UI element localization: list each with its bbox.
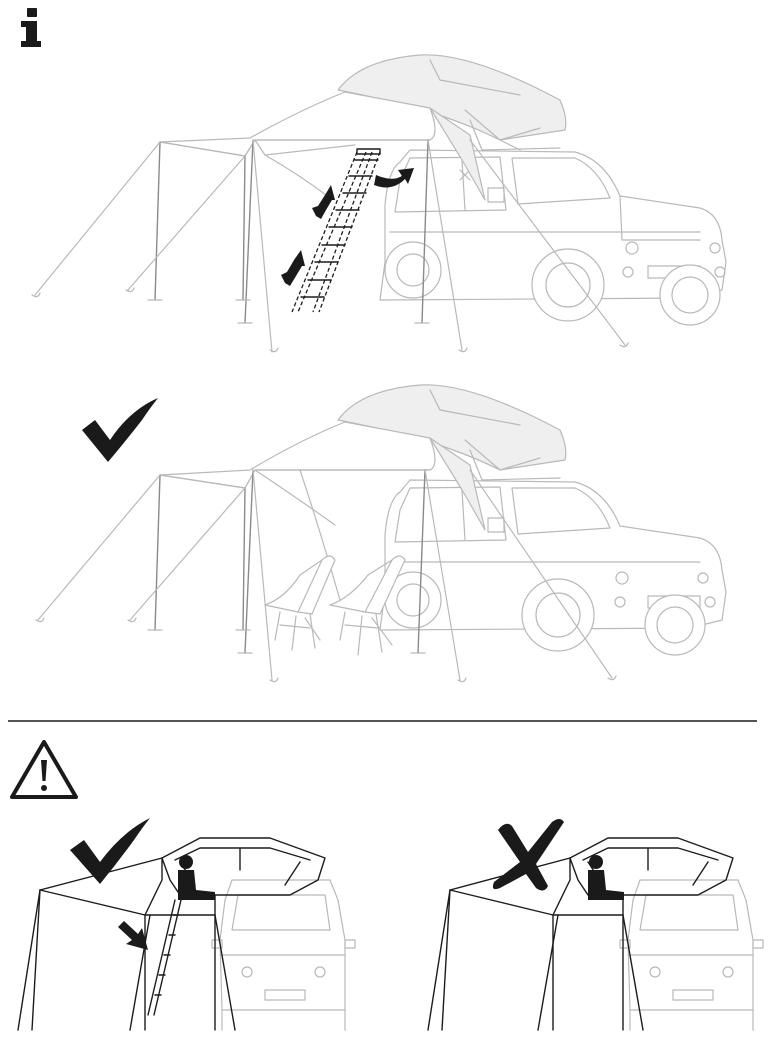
arrow-icon-rotate bbox=[374, 168, 414, 188]
scene-ladder-stowed bbox=[35, 384, 727, 683]
awning-1 bbox=[159, 91, 486, 201]
camping-chair-left bbox=[264, 555, 336, 651]
checkmark-icon bbox=[70, 818, 150, 884]
scene-ladder-stowing bbox=[31, 54, 727, 353]
camping-chair-right bbox=[329, 555, 406, 656]
scene-correct-front bbox=[17, 818, 356, 1031]
arrow-icon-down bbox=[118, 921, 148, 950]
roof-tent-2 bbox=[337, 384, 567, 481]
info-icon bbox=[21, 8, 41, 47]
arrow-icon-up-2 bbox=[281, 250, 305, 286]
arrow-icon-up-1 bbox=[312, 185, 335, 219]
checkmark-icon bbox=[82, 398, 158, 462]
car-side-view-2 bbox=[379, 479, 727, 656]
ladder-leaning bbox=[147, 899, 182, 1016]
awning-front-2 bbox=[427, 857, 644, 1031]
scene-incorrect-front bbox=[427, 819, 764, 1031]
warning-triangle-icon bbox=[10, 740, 78, 799]
awning-2 bbox=[159, 421, 486, 601]
ladder-folding bbox=[291, 148, 381, 313]
person-seated-2 bbox=[588, 855, 624, 900]
poles-guylines-1 bbox=[31, 139, 629, 353]
awning-front-1 bbox=[17, 857, 236, 1031]
roof-tent-1 bbox=[337, 54, 567, 151]
car-side-view-1 bbox=[379, 149, 727, 326]
car-rear-view-1 bbox=[211, 879, 356, 1031]
person-seated-1 bbox=[178, 855, 215, 900]
cross-icon bbox=[492, 819, 564, 891]
car-rear-view-2 bbox=[619, 879, 764, 1031]
poles-guylines-2 bbox=[35, 469, 617, 683]
